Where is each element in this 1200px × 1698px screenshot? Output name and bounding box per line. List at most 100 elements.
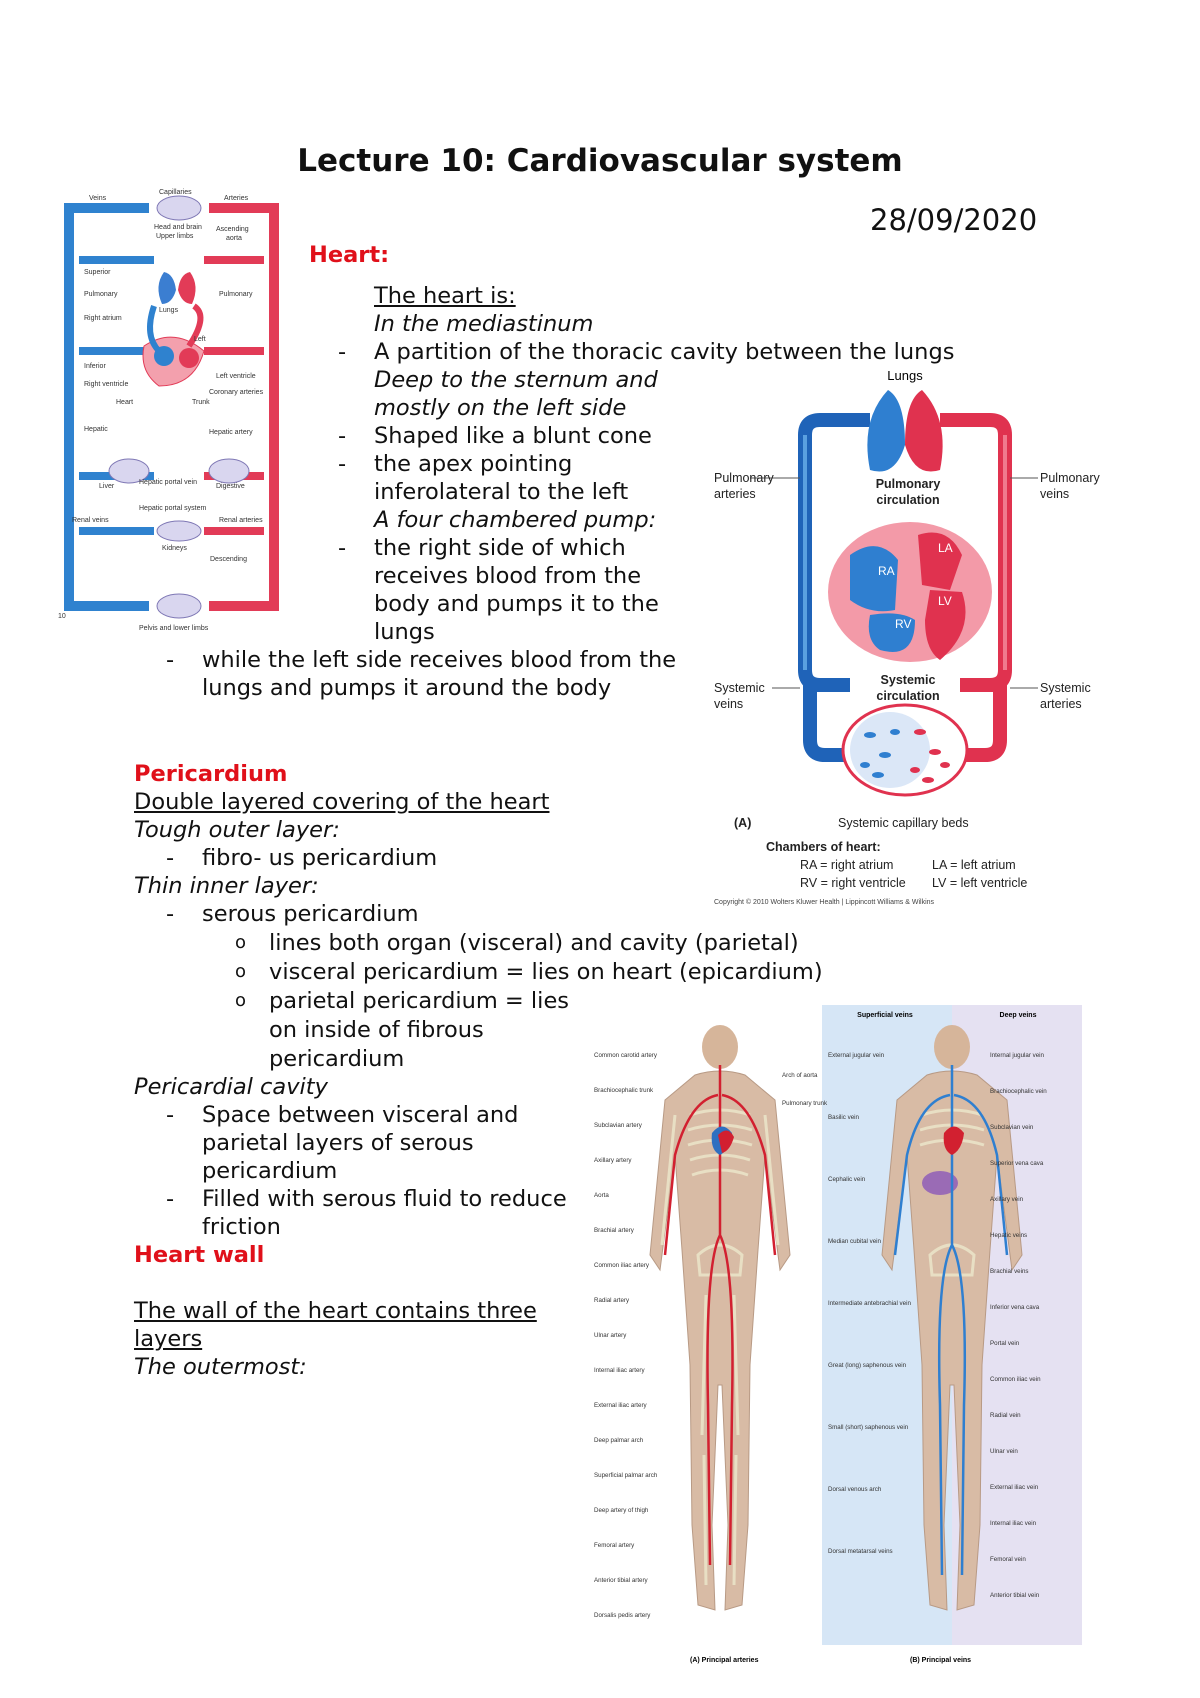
lecture-date: 28/09/2020 (870, 203, 1038, 237)
flow-label: Lungs (159, 307, 179, 314)
serous-subitem: lines both organ (visceral) and cavity (… (235, 928, 799, 959)
deep-header: Deep veins (1000, 1012, 1037, 1019)
pericardial-cavity-label: Pericardial cavity (134, 1074, 328, 1100)
flow-label: Ascending (216, 226, 249, 233)
pericardium-subtitle: Double layered covering of the heart (134, 789, 550, 815)
vein-label: External jugular vein (828, 1052, 885, 1059)
outer-layer-label: Tough outer layer: (134, 817, 340, 843)
flow-label: Coronary arteries (209, 389, 264, 396)
vein-label: Anterior tibial vein (990, 1592, 1040, 1599)
capillary-label: Systemic capillary beds (838, 816, 969, 830)
vein-label: Femoral vein (990, 1556, 1026, 1563)
serous-subitem-cont: pericardium (269, 1046, 405, 1072)
ra-definition: RA = right atrium (800, 858, 893, 872)
vein-label: Portal vein (990, 1340, 1020, 1347)
flow-label: Trunk (192, 399, 210, 406)
arterial-body (649, 1025, 791, 1611)
la-label: LA (938, 541, 953, 555)
heart-line: Deep to the sternum and (374, 367, 658, 393)
sys-circ-label: circulation (876, 689, 939, 703)
heart-wall-heading: Heart wall (134, 1242, 265, 1268)
heart-wall-line: The outermost: (134, 1354, 307, 1380)
heart-heading: Heart: (309, 242, 390, 268)
vein-label: Basilic vein (828, 1114, 860, 1121)
flow-label: Veins (89, 195, 107, 202)
outer-layer-item: fibro- us pericardium (166, 843, 437, 874)
sys-circ-label: Systemic (881, 673, 936, 687)
flow-label: Head and brain (154, 224, 202, 231)
heart-wall-line: The wall of the heart contains three (134, 1298, 537, 1324)
vein-label: Dorsal metatarsal veins (828, 1548, 893, 1555)
heart-line: inferolateral to the left (374, 479, 629, 505)
artery-label: Common iliac artery (594, 1262, 650, 1269)
superficial-header: Superficial veins (857, 1012, 913, 1019)
la-definition: LA = left atrium (932, 858, 1016, 872)
artery-label: Anterior tibial artery (594, 1577, 649, 1584)
caption-veins: (B) Principal veins (910, 1657, 971, 1664)
artery-label: Subclavian artery (594, 1122, 643, 1129)
pulm-circ-label: circulation (876, 493, 939, 507)
vein-label: Axillary vein (990, 1196, 1024, 1203)
cavity-item: Space between visceral and (166, 1100, 519, 1131)
artery-label: Brachial artery (594, 1227, 635, 1234)
serous-subitem-cont: on inside of fibrous (269, 1017, 484, 1043)
copyright-note: Copyright © 2010 Wolters Kluwer Health |… (714, 898, 935, 906)
pulm-arteries-label: arteries (714, 487, 756, 501)
heart-line: A partition of the thoracic cavity betwe… (338, 337, 954, 368)
flow-label: Renal arteries (219, 517, 263, 524)
flow-label: Hepatic portal vein (139, 479, 197, 486)
vein-label: Internal iliac vein (990, 1520, 1037, 1527)
artery-label: Dorsalis pedis artery (594, 1612, 651, 1619)
artery-label: Brachiocephalic trunk (594, 1087, 654, 1094)
panel-label: (A) (734, 816, 751, 830)
cavity-item: parietal layers of serous (202, 1130, 474, 1156)
vein-label: External iliac vein (990, 1484, 1039, 1491)
inner-layer-item: serous pericardium (166, 899, 419, 930)
vein-label: Radial vein (990, 1412, 1021, 1419)
artery-label: Pulmonary trunk (782, 1100, 828, 1107)
pulm-veins-label: Pulmonary (1040, 471, 1100, 485)
heart-line: mostly on the left side (374, 395, 627, 421)
vein-label: Hepatic veins (990, 1232, 1027, 1239)
cavity-item: friction (202, 1214, 281, 1240)
flow-label: Capillaries (159, 189, 192, 196)
artery-label: Arch of aorta (782, 1072, 818, 1079)
artery-label: Deep palmar arch (594, 1437, 644, 1444)
pulm-arteries-label: Pulmonary (714, 471, 774, 485)
flow-label: Inferior (84, 363, 106, 370)
flow-label: Descending (210, 556, 247, 563)
flow-label: Renal veins (72, 517, 109, 524)
heart-line: lungs and pumps it around the body (202, 675, 612, 701)
flow-label: aorta (226, 235, 242, 242)
vein-label: Superior vena cava (990, 1160, 1044, 1167)
cavity-item: pericardium (202, 1158, 338, 1184)
vein-label: Inferior vena cava (990, 1304, 1040, 1311)
vessels-figure: Superficial veins Deep veins Common caro… (594, 1005, 1082, 1664)
circulation-flow-diagram: Veins Capillaries Arteries Head and brai… (58, 189, 279, 632)
heart-intro: The heart is: (374, 283, 516, 309)
artery-label: Ulnar artery (594, 1332, 627, 1339)
sys-arteries-label: Systemic (1040, 681, 1091, 695)
vein-label: Cephalic vein (828, 1176, 866, 1183)
vein-label: Brachial veins (990, 1268, 1029, 1275)
caption-arteries: (A) Principal arteries (690, 1657, 759, 1664)
cavity-item: Filled with serous fluid to reduce (166, 1184, 567, 1215)
flow-label: Liver (99, 483, 115, 490)
artery-label: Femoral artery (594, 1542, 635, 1549)
vein-label: Great (long) saphenous vein (828, 1362, 907, 1369)
flow-label: Hepatic (84, 426, 108, 433)
vein-label: Small (short) saphenous vein (828, 1424, 909, 1431)
chambers-title: Chambers of heart: (766, 840, 881, 854)
venous-body (881, 1025, 1023, 1611)
vein-label: Ulnar vein (990, 1448, 1018, 1455)
serous-subitem: visceral pericardium = lies on heart (ep… (235, 957, 823, 988)
flow-label: Hepatic artery (209, 429, 253, 436)
pulm-veins-label: veins (1040, 487, 1069, 501)
heart-line: Shaped like a blunt cone (338, 421, 652, 452)
ra-label: RA (878, 564, 895, 578)
flow-label: Superior (84, 269, 111, 276)
heart-line: body and pumps it to the (374, 591, 659, 617)
flow-label: Pelvis and lower limbs (139, 625, 209, 632)
artery-label: Internal iliac artery (594, 1367, 645, 1374)
vein-label: Brachiocephalic vein (990, 1088, 1047, 1095)
